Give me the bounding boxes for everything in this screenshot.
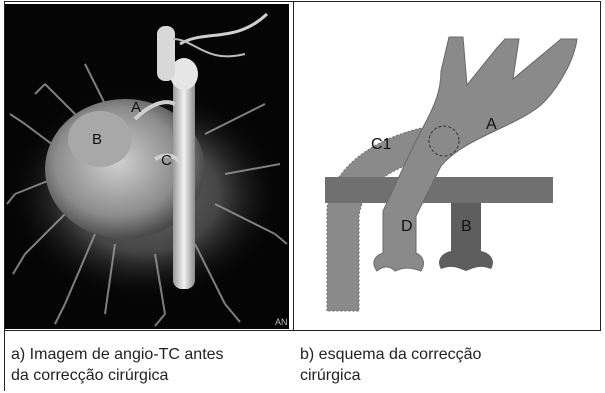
- ct-angiography-image: A B C AN: [5, 4, 289, 329]
- label-b: B: [461, 218, 472, 235]
- ct-render: A B C AN: [5, 4, 289, 329]
- border-right: [600, 1, 601, 331]
- label-c: C: [161, 152, 172, 169]
- aorta: [173, 64, 195, 289]
- caption-b: b) esquema da correcção cirúrgica: [300, 344, 580, 386]
- watermark: AN: [275, 317, 288, 327]
- supra-aortic-vessel: [157, 26, 175, 81]
- label-c1: C1: [371, 136, 392, 153]
- caption-a: a) Imagem de angio-TC antes da correcção…: [11, 344, 289, 386]
- caption-divider: [4, 330, 601, 331]
- caption-b-line2: cirúrgica: [300, 365, 580, 386]
- label-b: B: [92, 131, 102, 148]
- vessel-b: [439, 203, 493, 271]
- caption-b-line1: b) esquema da correcção: [300, 344, 580, 365]
- surgical-scheme-diagram: C1 A D B: [291, 1, 596, 329]
- label-a: A: [131, 99, 141, 116]
- horizontal-bar: [325, 177, 553, 203]
- label-a: A: [486, 116, 497, 133]
- scheme-svg: C1 A D B: [291, 1, 596, 329]
- label-d: D: [401, 218, 413, 235]
- caption-a-line2: da correcção cirúrgica: [11, 365, 289, 386]
- caption-a-line1: a) Imagem de angio-TC antes: [11, 344, 289, 365]
